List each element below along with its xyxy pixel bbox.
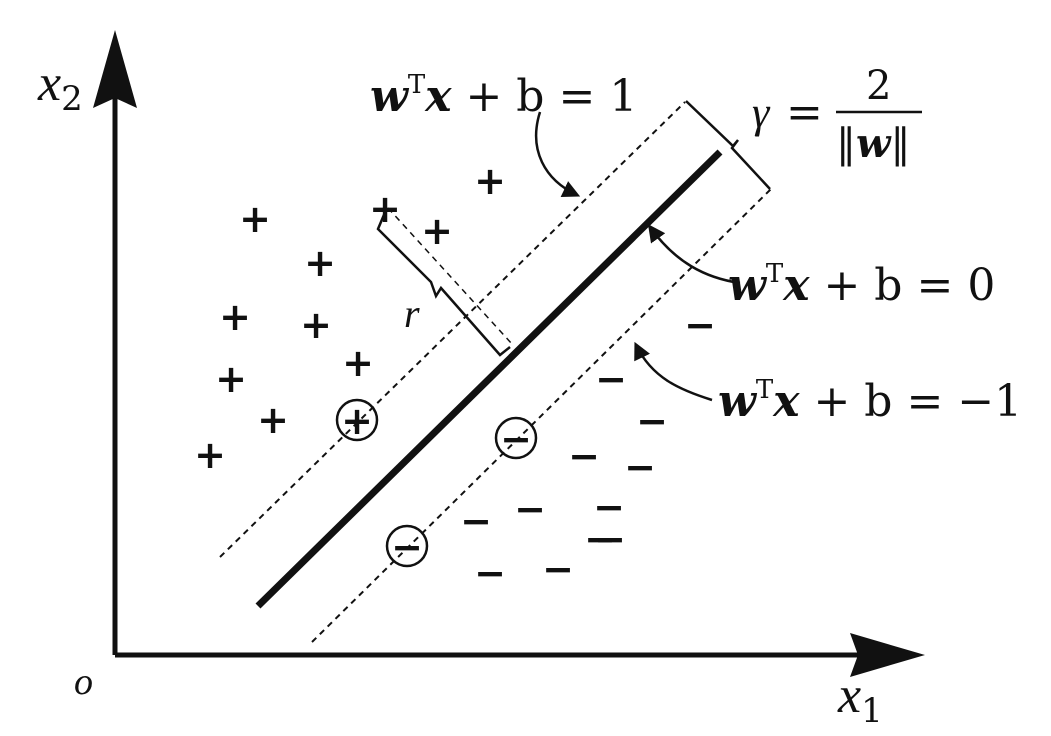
x-axis-arrowhead — [850, 633, 925, 677]
lower-margin-pointer — [634, 341, 713, 402]
gamma-symbol: γ — [752, 88, 771, 137]
margin-formula: γ = 2 ‖w‖ — [752, 63, 922, 167]
positive-sample: + — [194, 433, 226, 477]
distance-label-r: r — [404, 291, 420, 336]
axes — [93, 30, 925, 677]
gamma-numerator: 2 — [866, 63, 891, 109]
negative-sample: − — [624, 445, 656, 489]
hyperplane-pointer — [647, 224, 741, 285]
negative-sample: − — [542, 547, 574, 591]
distance-dashed — [387, 207, 513, 345]
support-vector-circle — [385, 524, 429, 568]
hyperplane-line — [255, 149, 723, 609]
upper-margin-equation: wTx + b = 1 — [370, 70, 637, 122]
negative-sample: − — [593, 485, 625, 529]
y-axis-label: x2 — [37, 55, 83, 119]
negative-sample: − — [514, 487, 546, 531]
negative-sample: − — [584, 517, 616, 561]
lower-margin-equation: wTx + b = −1 — [718, 375, 1022, 427]
positive-sample: + — [239, 197, 271, 241]
upper-margin-pointer — [534, 111, 581, 197]
origin-label: o — [74, 661, 93, 703]
negative-sample: − — [684, 303, 716, 347]
negative-sample: − — [636, 399, 668, 443]
negative-sample: − — [594, 517, 626, 561]
margin-bracket — [685, 100, 771, 190]
y-axis-arrowhead — [93, 30, 137, 108]
samples-group: ++++++++++++−−−−−−−−−−−−−− — [194, 159, 716, 595]
positive-sample: + — [421, 209, 453, 253]
distance-r-indicator — [376, 207, 513, 357]
support-vector-circle — [335, 398, 379, 442]
negative-sample: − — [474, 551, 506, 595]
negative-sample: − — [568, 434, 600, 478]
decision-lines — [219, 101, 773, 643]
negative-sample: − — [460, 499, 492, 543]
negative-sample: − — [595, 357, 627, 401]
positive-sample: + — [257, 398, 289, 442]
distance-bracket — [376, 209, 511, 357]
support-vector-circle — [494, 416, 538, 460]
lower-margin-line — [311, 187, 773, 643]
gamma-denominator: ‖w‖ — [836, 120, 910, 167]
positive-sample: + — [304, 241, 336, 285]
hyperplane-equation: wTx + b = 0 — [728, 259, 995, 311]
gamma-equals: = — [786, 87, 823, 138]
positive-sample: + — [474, 159, 506, 203]
x-axis-label: x1 — [837, 667, 883, 731]
positive-sample: + — [215, 357, 247, 401]
positive-sample: + — [342, 341, 374, 385]
positive-sample: + — [219, 295, 251, 339]
positive-sample: + — [369, 187, 401, 231]
positive-sample: + — [300, 303, 332, 347]
upper-margin-line — [219, 101, 686, 558]
